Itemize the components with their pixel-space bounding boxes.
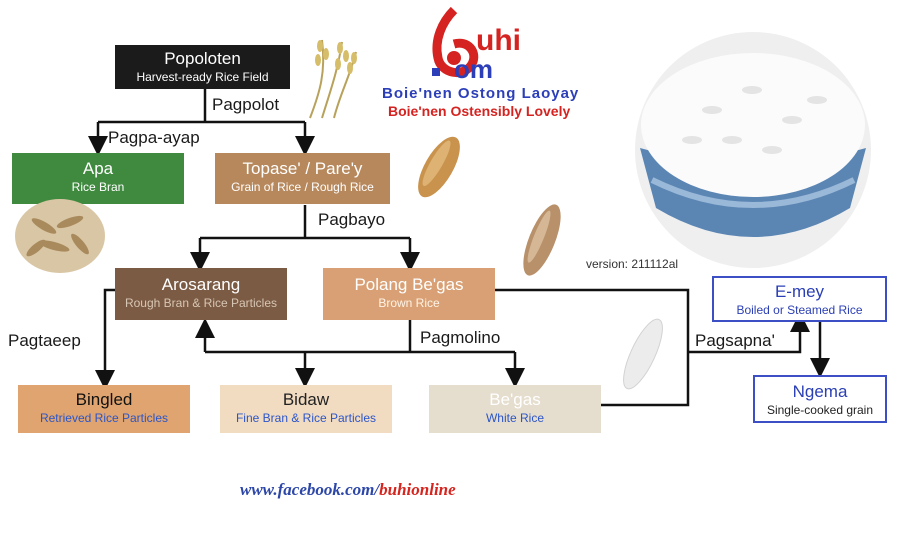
node-subtitle: Single-cooked grain [766,403,874,417]
node-subtitle: Grain of Rice / Rough Rice [231,180,374,194]
facebook-url-prefix: www.facebook.com/ [240,480,380,499]
node-apa: Apa Rice Bran [12,153,184,204]
node-subtitle: Brown Rice [378,296,440,310]
version-label: version: 211112al [586,257,679,271]
node-ngema: Ngema Single-cooked grain [753,375,887,423]
node-emey: E-mey Boiled or Steamed Rice [712,276,887,322]
node-arosarang: Arosarang Rough Bran & Rice Particles [115,268,287,320]
logo-tagline-1: Boie'nen Ostong Laoyay [382,85,579,102]
node-popoloten: Popoloten Harvest-ready Rice Field [115,45,290,89]
node-subtitle: Rough Bran & Rice Particles [124,296,278,310]
node-title: Polang Be'gas [354,275,464,294]
node-subtitle: Boiled or Steamed Rice [736,303,863,317]
facebook-url-suffix: buhionline [379,480,456,499]
node-bidaw: Bidaw Fine Bran & Rice Particles [220,385,392,433]
rice-stalk-icon [309,39,357,119]
node-title: Arosarang [161,275,241,294]
rice-grain-icon [418,136,460,198]
label-pagpolot: Pagpolot [212,95,280,114]
tagline-1-text: Boie'nen Ostong Laoyay [382,85,580,102]
brown-rice-grain-icon [523,204,561,276]
node-title: Apa [82,159,114,178]
tagline-2-text: Boie'nen Ostensibly Lovely [388,103,571,119]
label-pagbayo: Pagbayo [318,210,386,229]
node-subtitle: Harvest-ready Rice Field [136,70,269,84]
node-begas: Be'gas White Rice [429,385,601,433]
white-rice-grain-icon [623,318,663,390]
buhi-logo: uhi om [424,2,544,84]
node-subtitle: White Rice [485,411,544,425]
label-pagsapna: Pagsapna' [695,331,775,350]
node-topase: Topase' / Pare'y Grain of Rice / Rough R… [215,153,390,204]
buhi-logo-mark: uhi om [432,6,521,84]
node-subtitle: Fine Bran & Rice Particles [235,411,377,425]
rice-bran-photo [15,199,105,273]
node-subtitle: Retrieved Rice Particles [39,411,169,425]
svg-text:uhi: uhi [476,24,521,57]
node-subtitle: Rice Bran [71,180,125,194]
node-title: Popoloten [164,49,241,68]
label-pagpa-ayap: Pagpa-ayap [108,128,200,147]
node-title: Bingled [75,390,133,409]
svg-text:om: om [454,54,493,84]
label-pagmolino: Pagmolino [420,328,501,347]
rice-bowl-photo [635,32,871,268]
facebook-url[interactable]: www.facebook.com/buhionline [240,480,456,500]
node-title: E-mey [774,282,825,301]
node-title: Ngema [792,382,848,401]
node-title: Be'gas [489,390,541,409]
node-bingled: Bingled Retrieved Rice Particles [18,385,190,433]
node-title: Topase' / Pare'y [242,159,363,178]
node-polang-begas: Polang Be'gas Brown Rice [323,268,495,320]
node-title: Bidaw [282,390,330,409]
label-pagtaeep: Pagtaeep [8,331,81,350]
logo-tagline-2: Boie'nen Ostensibly Lovely [388,103,570,119]
